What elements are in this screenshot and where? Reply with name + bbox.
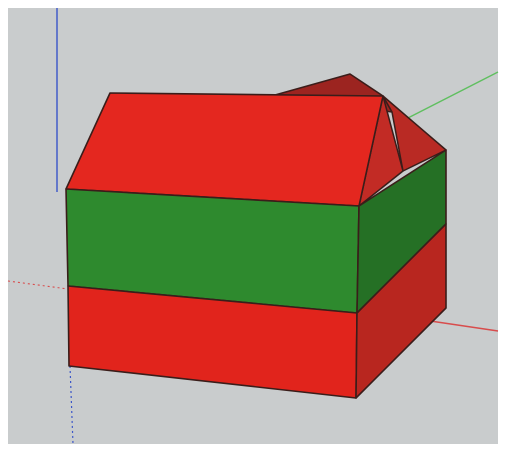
green-axis-line <box>403 71 499 121</box>
blue-axis-dotted-line <box>69 365 74 445</box>
house-model[interactable] <box>65 73 447 399</box>
red-axis-dotted-line <box>7 280 69 290</box>
bottom-band-side-face[interactable] <box>355 223 447 399</box>
roof-front-face[interactable] <box>65 92 384 207</box>
